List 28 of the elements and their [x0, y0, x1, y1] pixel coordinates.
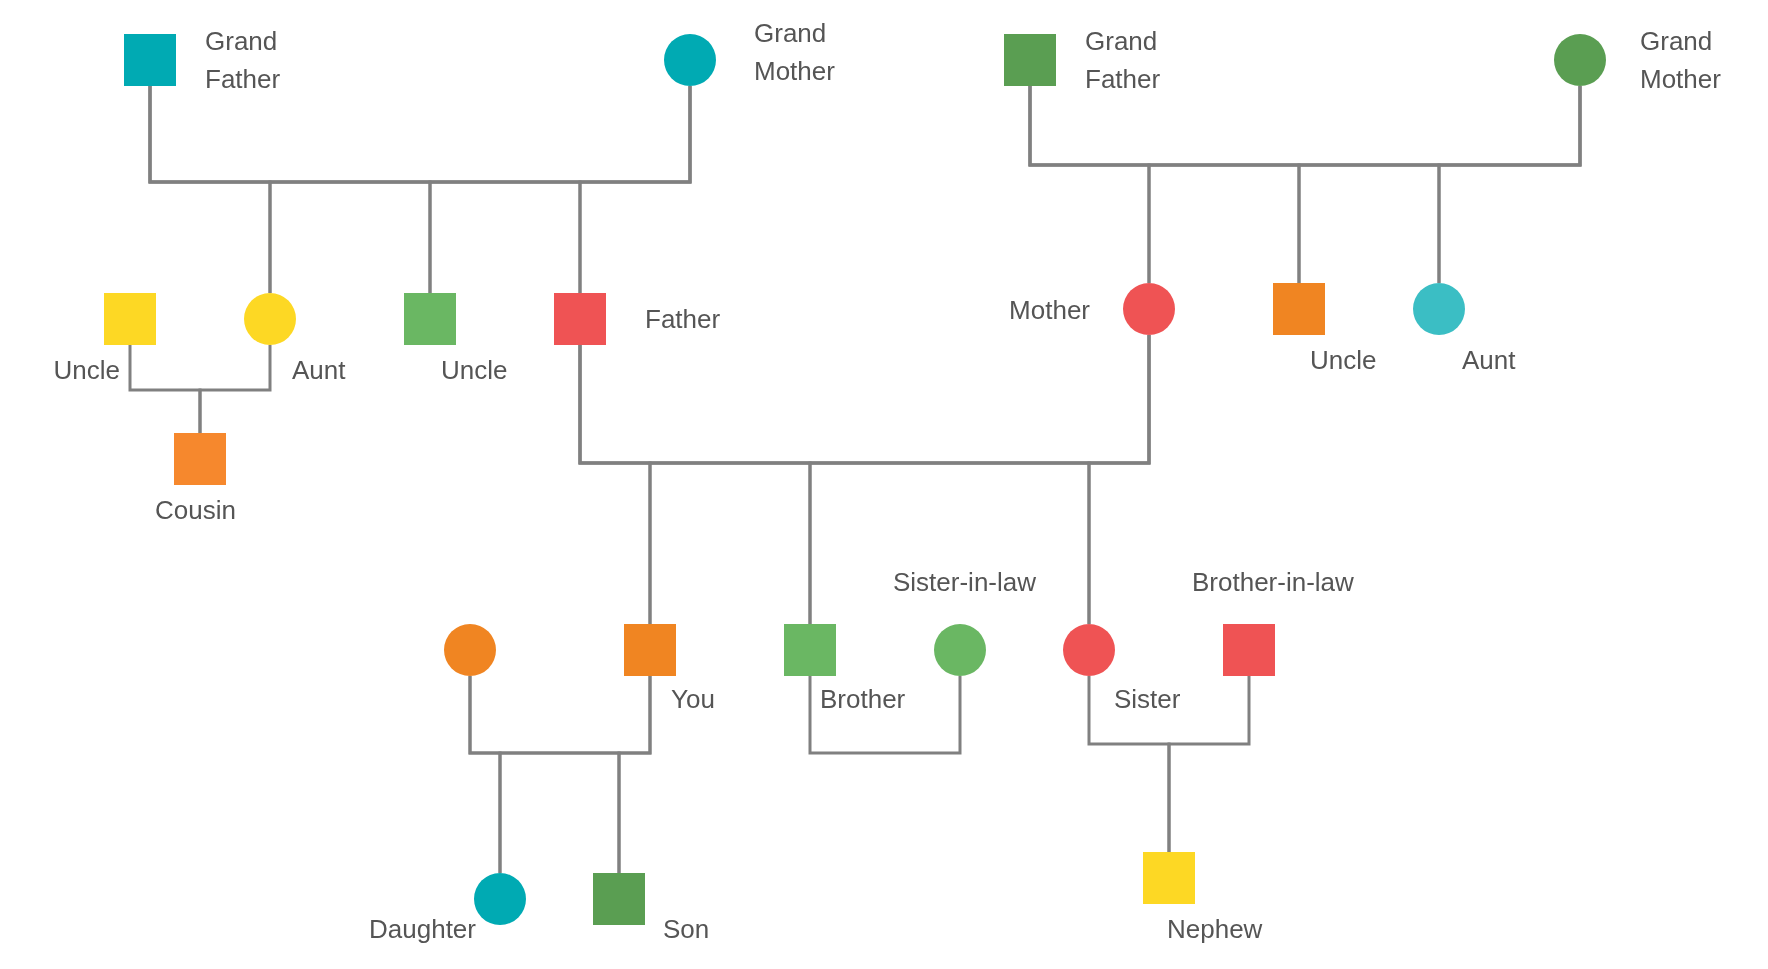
- person-label: Grand Mother: [754, 17, 836, 88]
- person-label: Uncle: [1310, 344, 1378, 377]
- connector-line: [1087, 335, 1151, 624]
- person-label: Cousin: [155, 494, 237, 527]
- person-label: Grand Mother: [1640, 25, 1722, 96]
- person-label: Daughter: [368, 913, 476, 946]
- connector-line: [198, 345, 272, 433]
- circle-symbol: [444, 624, 496, 676]
- person-label: Mother: [1008, 294, 1090, 327]
- person-label: Father: [645, 303, 722, 336]
- person-label: You: [671, 683, 716, 716]
- person-label: Aunt: [1462, 344, 1517, 377]
- connector-line: [1167, 676, 1251, 852]
- person-label: Sister: [1114, 683, 1182, 716]
- person-label: Grand Father: [1085, 25, 1162, 96]
- connector-line: [617, 676, 652, 873]
- person-label: Son: [663, 913, 711, 946]
- person-label: Brother: [820, 683, 907, 716]
- person-label: Brother-in-law: [1192, 566, 1355, 599]
- person-label: Uncle: [52, 354, 120, 387]
- connector-line: [808, 676, 962, 755]
- person-label: Nephew: [1167, 913, 1264, 946]
- person-label: Uncle: [441, 354, 509, 387]
- connector-line: [578, 86, 692, 293]
- person-label: Aunt: [292, 354, 347, 387]
- person-label: Grand Father: [205, 25, 282, 96]
- person-label: Sister-in-law: [893, 566, 1038, 599]
- connector-line: [1437, 86, 1582, 283]
